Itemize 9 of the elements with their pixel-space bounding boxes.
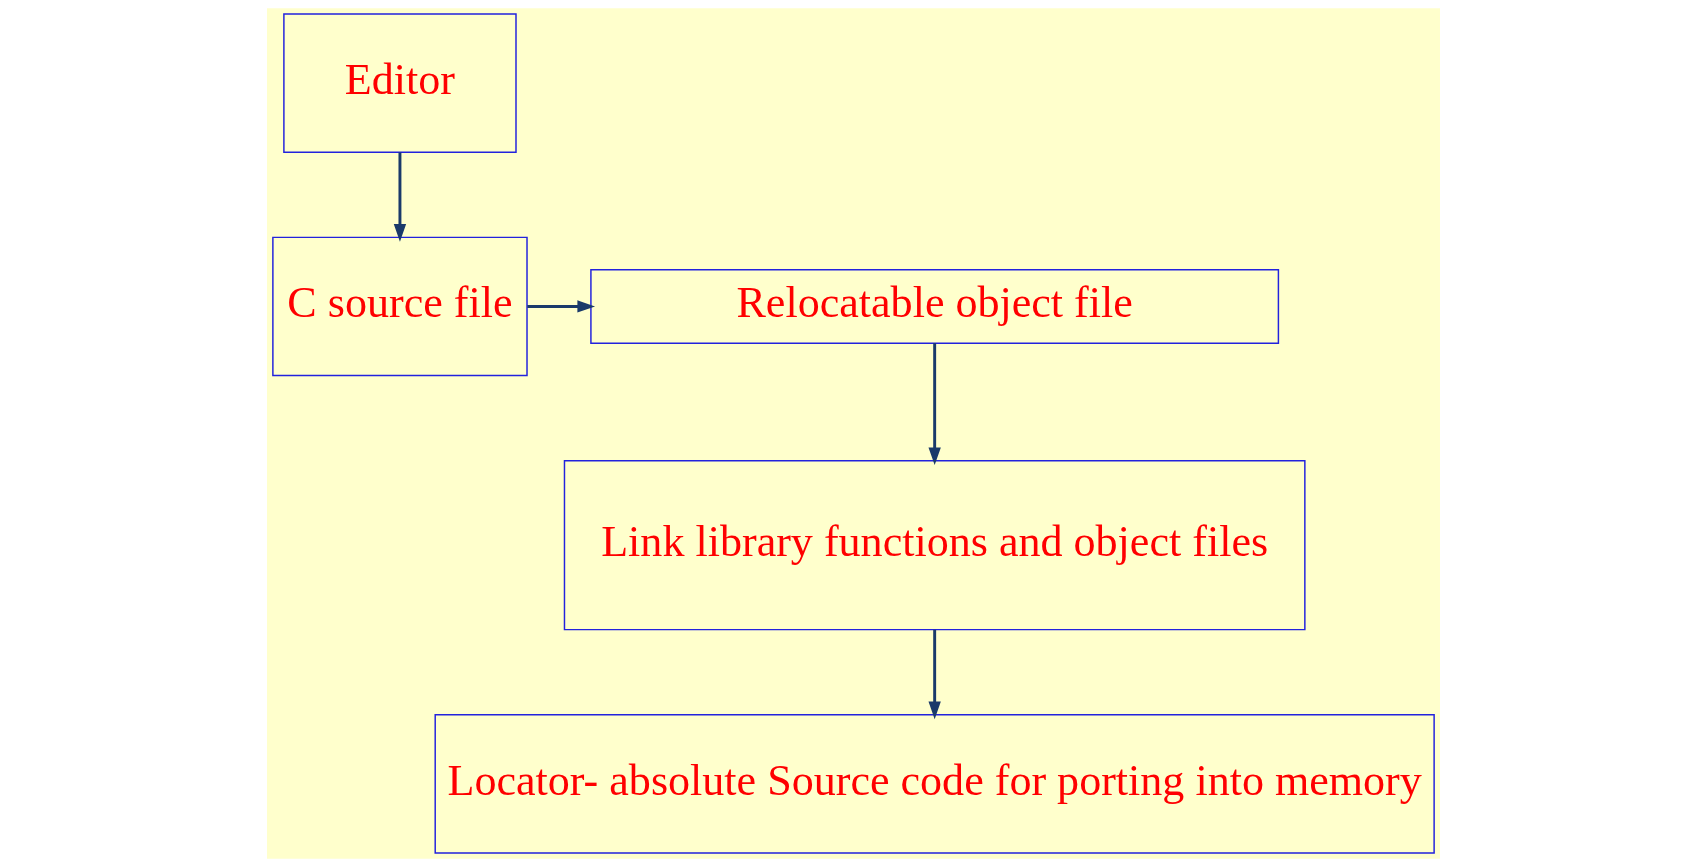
node-box: C source file [272,236,528,377]
arrow [928,343,941,466]
node-box: Editor [283,13,517,153]
node-box: Link library functions and object files [563,459,1306,631]
node-box: Relocatable object file [590,268,1280,344]
node-box: Locator- absolute Source code for porting into memory [434,714,1435,854]
arrow [393,152,407,242]
arrow [527,300,596,313]
arrow [928,629,941,720]
